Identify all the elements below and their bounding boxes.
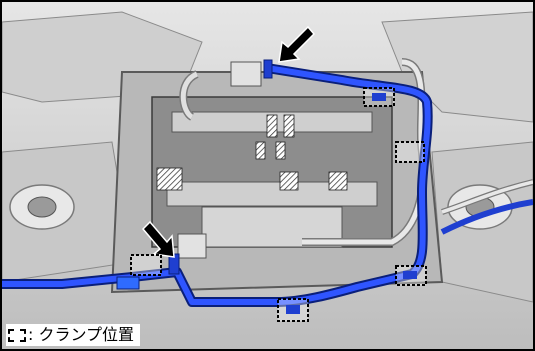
blue-wire-branch-right bbox=[440, 199, 533, 235]
clamp-marker-3 bbox=[130, 254, 162, 276]
wire-sleeve bbox=[116, 276, 140, 290]
upper-right-panel bbox=[381, 11, 533, 123]
hatched-bolt-1 bbox=[266, 114, 278, 138]
upper-arrow-icon bbox=[278, 25, 316, 63]
clamp-marker-2 bbox=[395, 141, 425, 163]
clamp-marker-1 bbox=[363, 87, 395, 107]
clamp-marker-5 bbox=[277, 298, 309, 322]
hatched-pad-left bbox=[156, 167, 183, 191]
legend: : クランプ位置 bbox=[6, 324, 140, 346]
dashed-clamp-box-icon bbox=[8, 328, 26, 342]
clamp-marker-4 bbox=[395, 265, 427, 286]
lower-arrow-icon bbox=[141, 220, 175, 258]
left-strut-bolt bbox=[27, 196, 57, 218]
lower-connector-housing bbox=[177, 233, 207, 259]
hatched-bolt-2 bbox=[283, 114, 295, 138]
upper-wire-connector bbox=[263, 59, 273, 79]
legend-text: : クランプ位置 bbox=[28, 325, 134, 344]
hatched-bolt-3 bbox=[255, 141, 266, 160]
hatched-bolt-4 bbox=[275, 141, 286, 160]
blue-wire-harness bbox=[2, 65, 431, 305]
upper-connector-housing bbox=[230, 61, 262, 87]
hatched-pad-center bbox=[279, 171, 299, 191]
hatched-pad-right bbox=[328, 171, 348, 191]
